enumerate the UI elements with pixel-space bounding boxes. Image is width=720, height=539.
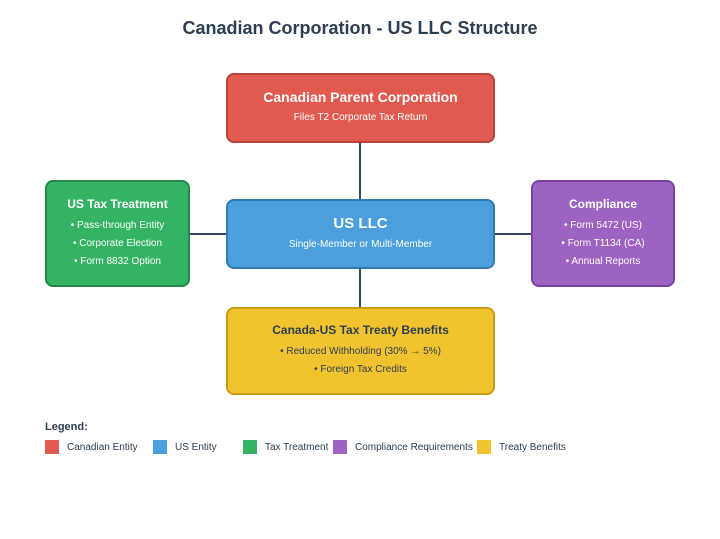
canadian-parent-title: Canadian Parent Corporation [263,89,458,105]
us-tax-treatment-title: US Tax Treatment [67,196,168,211]
treaty-benefits-title: Canada-US Tax Treaty Benefits [272,323,449,337]
treaty-item: • Reduced Withholding (30% → 5%) [280,346,441,357]
legend-label: Compliance Requirements [355,441,473,453]
us-llc-box: US LLC Single-Member or Multi-Member [226,199,495,269]
us-tax-item: • Pass-through Entity [70,219,165,231]
legend-label: Treaty Benefits [499,441,566,453]
us-tax-item: • Form 8832 Option [74,255,161,267]
diagram-title: Canadian Corporation - US LLC Structure [182,18,538,38]
us-tax-item: • Corporate Election [72,237,163,249]
us-tax-treatment-box: US Tax Treatment • Pass-through Entity •… [45,180,190,287]
treaty-item: • Foreign Tax Credits [314,364,407,375]
legend-swatch [477,440,491,454]
legend-swatch [45,440,59,454]
compliance-item: • Annual Reports [565,255,641,267]
canadian-parent-box: Canadian Parent Corporation Files T2 Cor… [226,73,495,143]
canadian-parent-subtitle: Files T2 Corporate Tax Return [293,112,428,123]
us-llc-title: US LLC [333,214,388,232]
treaty-benefits-box: Canada-US Tax Treaty Benefits • Reduced … [226,307,495,395]
legend-swatch [153,440,167,454]
compliance-item: • Form 5472 (US) [564,219,642,231]
legend-label: Tax Treatment [265,441,329,453]
compliance-title: Compliance [568,196,637,211]
legend-label: US Entity [175,441,217,453]
legend-title: Legend: [45,421,88,433]
legend-item-canadian-entity: Canadian Entity [45,440,138,454]
legend-item-tax-treatment: Tax Treatment [243,440,333,454]
us-llc-subtitle: Single-Member or Multi-Member [288,238,433,250]
legend-swatch [333,440,347,454]
legend-label: Canadian Entity [67,441,138,453]
compliance-item: • Form T1134 (CA) [561,237,645,249]
legend-item-us-entity: US Entity [153,440,217,454]
compliance-box: Compliance • Form 5472 (US) • Form T1134… [531,180,675,287]
legend-item-compliance: Compliance Requirements [333,440,477,454]
legend-item-treaty-benefits: Treaty Benefits [477,440,566,454]
legend-swatch [243,440,257,454]
